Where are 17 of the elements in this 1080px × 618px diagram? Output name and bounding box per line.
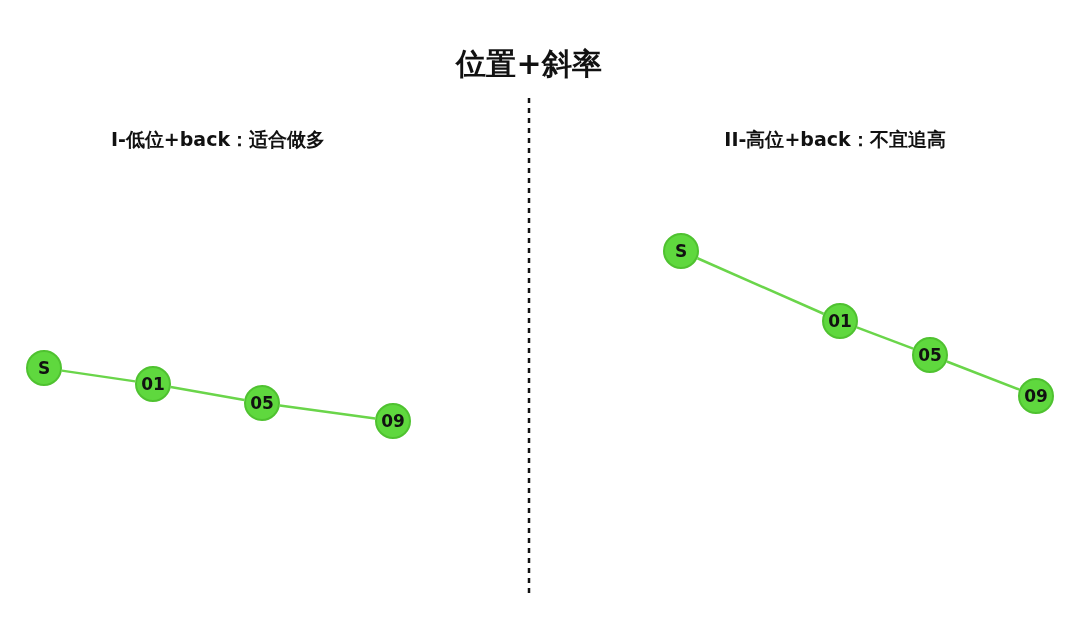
point-circle: 05 (244, 385, 280, 421)
panel-heading: I-低位+back：适合做多 (110, 127, 326, 152)
point-circle: 09 (375, 403, 411, 439)
connector-line (279, 404, 376, 420)
point-circle: 01 (822, 303, 858, 339)
connector-line (696, 257, 825, 315)
point-circle: S (26, 350, 62, 386)
point-circle: 01 (135, 366, 171, 402)
title: 位置+斜率 (456, 45, 602, 83)
point-circle: 09 (1018, 378, 1054, 414)
connector-line (946, 360, 1020, 391)
connector-line (170, 385, 245, 402)
point-circle: S (663, 233, 699, 269)
connector-line (856, 326, 914, 350)
connector-line (61, 369, 136, 383)
point-circle: 05 (912, 337, 948, 373)
panel-heading: II-高位+back：不宜追高 (724, 127, 946, 152)
